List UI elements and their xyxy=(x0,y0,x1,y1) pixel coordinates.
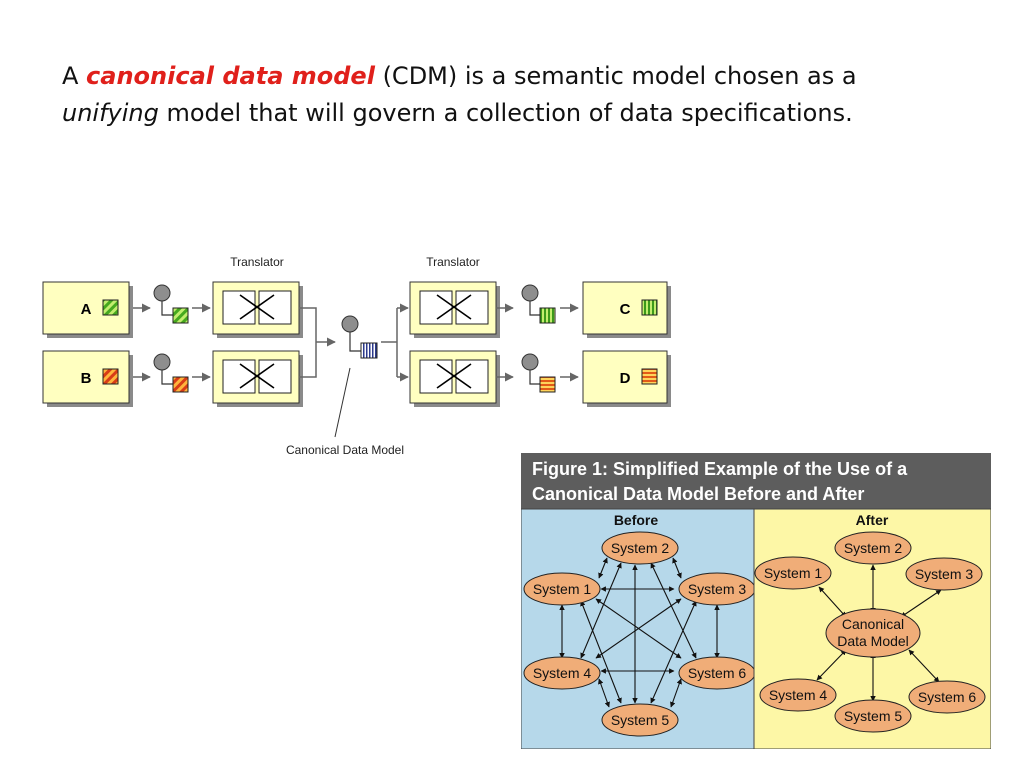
system-node: System 6 xyxy=(678,656,756,690)
intro-text: A canonical data model (CDM) is a semant… xyxy=(62,58,962,132)
figure-title-line-1: Figure 1: Simplified Example of the Use … xyxy=(532,459,908,479)
system-label: A xyxy=(81,301,92,318)
translator-label: Translator xyxy=(230,255,284,269)
system-node: System 1 xyxy=(754,556,832,590)
system-node: System 2 xyxy=(834,531,912,565)
message-d xyxy=(521,353,556,393)
system-node-label: System 3 xyxy=(915,566,974,582)
before-connections xyxy=(559,557,720,708)
system-node: System 4 xyxy=(759,678,837,712)
cdm-caption: Canonical Data Model xyxy=(286,443,404,457)
system-node-label: System 2 xyxy=(611,540,670,556)
intro-text-part: (CDM) is a semantic model chosen as a xyxy=(374,62,857,90)
cdm-node-line-2: Data Model xyxy=(837,633,909,649)
after-label: After xyxy=(856,512,889,528)
cdm-node-line-1: Canonical xyxy=(842,616,904,632)
figure-title-line-2: Canonical Data Model Before and After xyxy=(532,484,864,504)
system-node-label: System 6 xyxy=(918,689,977,705)
system-node: System 3 xyxy=(678,572,756,606)
system-node-label: System 3 xyxy=(688,581,747,597)
system-node: System 5 xyxy=(834,699,912,733)
message-a xyxy=(153,284,189,324)
system-box-b: B xyxy=(42,350,133,407)
system-node-label: System 4 xyxy=(533,665,592,681)
unifying-term: unifying xyxy=(62,99,159,127)
translator-box xyxy=(212,281,303,338)
system-node-label: System 1 xyxy=(764,565,823,581)
translator-box xyxy=(212,350,303,407)
cdm-before-after-figure: Figure 1: Simplified Example of the Use … xyxy=(521,453,991,749)
system-node: System 3 xyxy=(905,557,983,591)
canonical-message xyxy=(341,315,378,359)
translator-label: Translator xyxy=(426,255,480,269)
system-node: System 4 xyxy=(523,656,601,690)
system-node: System 1 xyxy=(523,572,601,606)
system-node-label: System 5 xyxy=(844,708,903,724)
intro-text-part: model that will govern a collection of d… xyxy=(158,99,853,127)
system-box-c: C xyxy=(582,281,671,338)
intro-text-part: A xyxy=(62,62,87,90)
system-node: System 5 xyxy=(601,703,679,737)
system-label: D xyxy=(620,370,631,387)
system-box-a: A xyxy=(42,281,133,338)
before-panel: Before System 1 System 2 System 3 System… xyxy=(521,508,756,749)
system-node-label: System 6 xyxy=(688,665,747,681)
system-node: System 6 xyxy=(908,680,986,714)
system-node: System 2 xyxy=(601,531,679,565)
translator-flow-diagram: Translator Translator A B xyxy=(42,255,671,457)
system-node-label: System 2 xyxy=(844,540,903,556)
message-c xyxy=(521,284,556,324)
system-node-label: System 5 xyxy=(611,712,670,728)
system-box-d: D xyxy=(582,350,671,407)
translator-box xyxy=(409,281,500,338)
translator-box xyxy=(409,350,500,407)
canonical-data-model-term: canonical data model xyxy=(86,62,375,90)
after-connections xyxy=(816,564,942,702)
message-b xyxy=(153,353,189,393)
system-label: C xyxy=(620,301,631,318)
canonical-data-model-node: Canonical Data Model xyxy=(825,608,921,658)
system-label: B xyxy=(81,370,92,387)
system-node-label: System 1 xyxy=(533,581,592,597)
after-panel: After System 1 System 2 System 3 Canonic… xyxy=(753,508,991,749)
system-node-label: System 4 xyxy=(769,687,828,703)
before-label: Before xyxy=(614,512,659,528)
